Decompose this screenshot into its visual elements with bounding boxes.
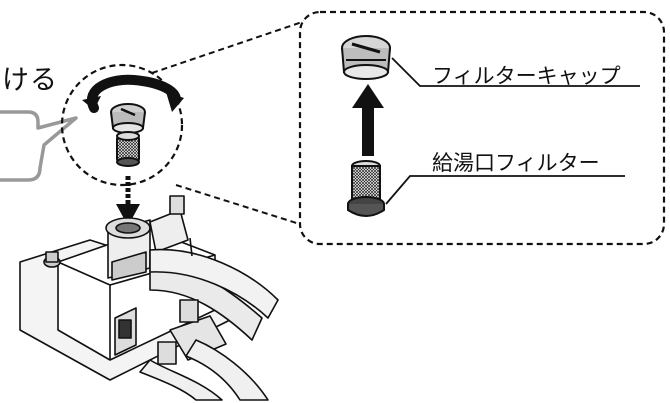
supply-filter-large <box>347 160 385 217</box>
zoom-connector-top <box>151 19 309 74</box>
rotate-arrow-icon <box>82 74 184 113</box>
detail-panel <box>298 10 666 246</box>
filter-cap-large <box>341 35 391 80</box>
callout-bubble-icon <box>0 110 78 182</box>
arrow-up-icon <box>352 84 384 156</box>
arrow-down-icon <box>116 176 140 226</box>
filter-cap-label: フィルターキャップ <box>432 64 621 88</box>
zoom-circle <box>60 63 184 187</box>
leader-line-filter <box>385 175 625 205</box>
supply-filter-label: 給湯口フィルター <box>432 151 600 175</box>
heading-partial-text: ける <box>2 65 58 96</box>
filter-cap-small <box>110 103 146 134</box>
filter-mesh-small <box>116 131 140 167</box>
leader-line-cap <box>391 57 640 87</box>
zoom-connector-bottom <box>175 184 307 227</box>
faucet-unit <box>19 195 279 401</box>
